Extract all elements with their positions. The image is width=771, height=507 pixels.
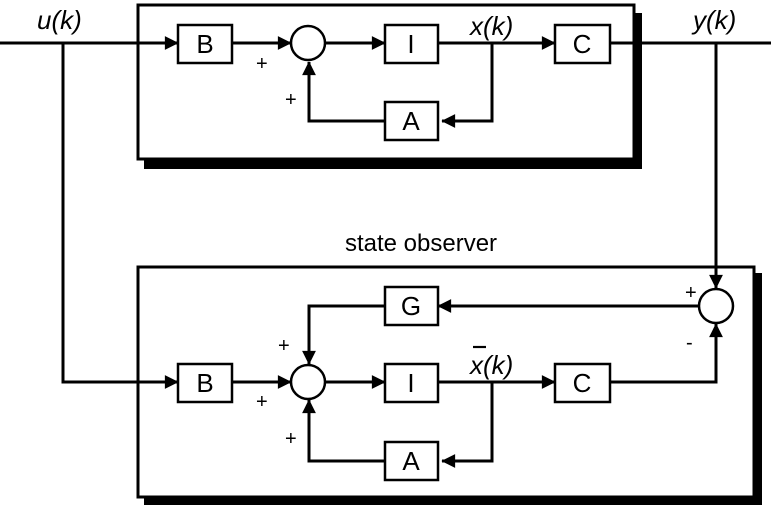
observer-a-to-sum bbox=[302, 399, 385, 463]
observer-block-c: C bbox=[553, 362, 612, 404]
observer-block-g-label: G bbox=[401, 291, 421, 321]
observer-block-b-label: B bbox=[196, 368, 213, 398]
observer-block-c-label: C bbox=[573, 368, 592, 398]
plant-state-to-a bbox=[441, 43, 494, 128]
g-to-observer-sum bbox=[302, 304, 385, 365]
plant-summing-junction bbox=[289, 24, 327, 62]
observer-block-a: A bbox=[383, 440, 440, 482]
input-to-observer-b bbox=[61, 43, 179, 389]
observer-error-junction bbox=[697, 287, 735, 325]
observer-error-sign-y: + bbox=[685, 282, 697, 304]
state-signal-label: x(k) bbox=[468, 11, 513, 41]
plant-block-c-label: C bbox=[573, 29, 592, 59]
observer-sum-sign-g: + bbox=[278, 335, 290, 357]
observer-summing-junction bbox=[289, 363, 327, 401]
plant-block-b: B bbox=[176, 23, 234, 65]
plant-sum-sign-a: + bbox=[285, 89, 297, 111]
plant-block-c: C bbox=[553, 23, 612, 65]
observer-error-sign-c: - bbox=[686, 332, 693, 354]
observer-state-to-a bbox=[441, 382, 494, 468]
observer-block-i: I bbox=[383, 362, 440, 404]
plant-block-a: A bbox=[383, 100, 440, 142]
plant-block-i-label: I bbox=[407, 29, 414, 59]
plant-block-a-label: A bbox=[402, 106, 420, 136]
plant-a-to-sum bbox=[302, 61, 385, 123]
observer-block-g: G bbox=[383, 285, 440, 327]
observer-c-to-sum bbox=[610, 323, 723, 384]
observer-block-i-label: I bbox=[407, 368, 414, 398]
observer-sum-sign-a: + bbox=[285, 428, 297, 450]
observer-block-b: B bbox=[176, 362, 234, 404]
observer-block-a-label: A bbox=[402, 446, 420, 476]
plant-block-b-label: B bbox=[196, 29, 213, 59]
estimate-signal-label: x(k) bbox=[468, 350, 513, 380]
input-signal-label: u(k) bbox=[37, 5, 82, 35]
plant-sum-sign-b: + bbox=[256, 53, 268, 75]
observer-title: state observer bbox=[345, 230, 497, 257]
output-signal-label: y(k) bbox=[691, 5, 736, 35]
plant-block-i: I bbox=[383, 23, 440, 65]
observer-sum-sign-b: + bbox=[256, 391, 268, 413]
